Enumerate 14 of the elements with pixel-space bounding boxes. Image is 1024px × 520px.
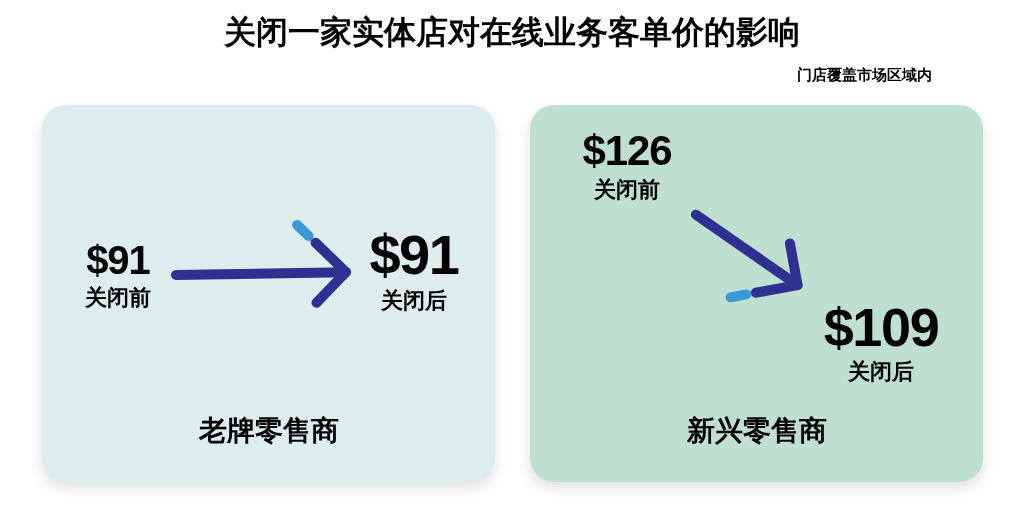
- price-caption: 关闭后: [381, 287, 447, 315]
- panel: [42, 105, 495, 482]
- panel-heading: 新兴零售商: [686, 414, 827, 448]
- price-value: $109: [823, 300, 939, 355]
- price-value: $126: [582, 130, 672, 173]
- title: 关闭一家实体店对在线业务客单价的影响: [224, 13, 800, 52]
- price-value: $91: [86, 240, 150, 281]
- panel-heading: 老牌零售商: [198, 414, 339, 448]
- price-value: $91: [369, 227, 459, 284]
- price-caption: 关闭前: [85, 284, 151, 312]
- note: 门店覆盖市场区域内: [797, 65, 932, 85]
- price-caption: 关闭前: [594, 176, 660, 204]
- panel: [530, 105, 983, 482]
- price-caption: 关闭后: [848, 358, 914, 386]
